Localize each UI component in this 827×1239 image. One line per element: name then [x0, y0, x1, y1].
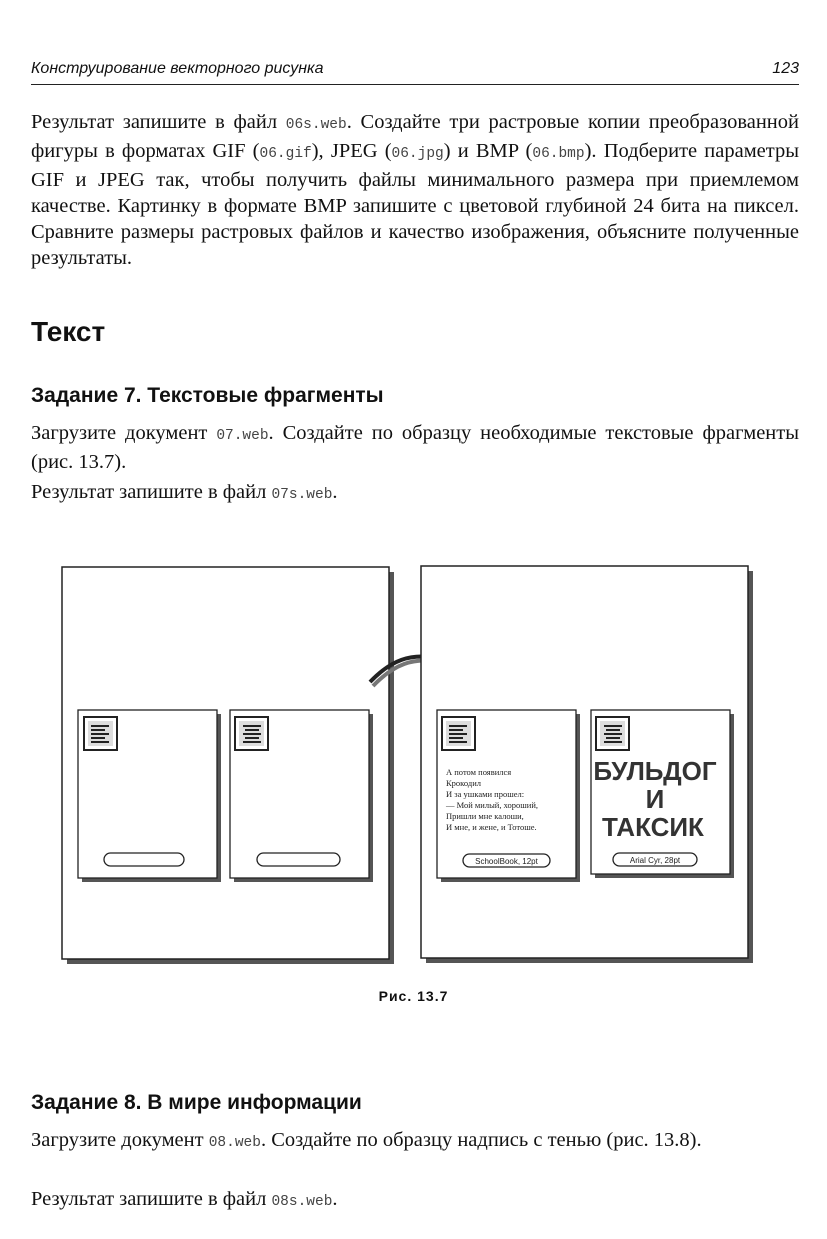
text-run: Загрузите документ — [31, 1129, 209, 1151]
poem-line: И мне, и жене, и Тотоше. — [446, 822, 537, 832]
text-run: . Создайте три растровые копии преобразо… — [31, 111, 799, 162]
section-title: Текст — [31, 316, 106, 347]
filename: 06s.web — [285, 117, 347, 133]
poem-text: А потом появился Крокодил И за ушками пр… — [445, 767, 538, 832]
page-number: 123 — [772, 60, 799, 77]
align-center-icon — [595, 716, 630, 751]
task8-title: Задание 8. В мире информации — [31, 1091, 362, 1114]
paragraph-intro: Результат запишите в файл 06s.web. Созда… — [31, 109, 799, 271]
align-left-icon — [441, 716, 476, 751]
align-center-icon — [234, 716, 269, 751]
poem-line: Пришли мне калоши, — [446, 811, 524, 821]
figure-caption: Рис. 13.7 — [378, 988, 449, 1004]
task7-title: Задание 7. Текстовые фрагменты — [31, 384, 384, 407]
poem-line: — Мой милый, хороший, — [445, 800, 538, 810]
task8-paragraph-1: Загрузите документ 08.web. Создайте по о… — [31, 1127, 799, 1156]
title-line: БУЛЬДОГ — [593, 756, 717, 786]
title-text: БУЛЬДОГ И ТАКСИК — [593, 756, 717, 842]
text-run: . — [332, 481, 338, 503]
text-run: Загрузите документ — [31, 422, 217, 444]
text-run: . — [332, 1188, 338, 1210]
task7-paragraph-1: Загрузите документ 07.web. Создайте по о… — [31, 420, 799, 475]
text-run: . Создайте по образцу необходимые тексто… — [31, 422, 799, 473]
font-label-right: Arial Cyr, 28pt — [630, 856, 681, 865]
text-run: Результат запишите в файл — [31, 111, 286, 133]
font-label-box — [462, 853, 551, 868]
text-run: ) и BMP ( — [443, 140, 533, 162]
filename: 06.bmp — [532, 146, 585, 162]
task8-paragraph-2: Результат запишите в файл 08s.web. — [31, 1186, 799, 1215]
figure-13-7: А потом появился Крокодил И за ушками пр… — [61, 565, 753, 964]
filename: 06.jpg — [391, 146, 444, 162]
text-run: ), JPEG ( — [311, 140, 392, 162]
poem-line: Крокодил — [446, 778, 482, 788]
text-run: Результат запишите в файл — [31, 1188, 272, 1210]
filename: 07s.web — [271, 487, 333, 503]
font-label-empty — [103, 852, 185, 867]
text-run: . Создайте по образцу надпись с тенью (р… — [260, 1129, 702, 1151]
header-title: Конструирование векторного рисунка — [31, 60, 324, 77]
running-header: Конструирование векторного рисунка 123 — [31, 58, 799, 85]
font-label-left: SchoolBook, 12pt — [475, 857, 538, 866]
title-line: ТАКСИК — [602, 812, 704, 842]
poem-line: А потом появился — [446, 767, 511, 777]
filename: 08s.web — [271, 1194, 333, 1210]
task7-paragraph-2: Результат запишите в файл 07s.web. — [31, 479, 799, 508]
text-run: Результат запишите в файл — [31, 481, 272, 503]
font-label-box — [612, 852, 698, 867]
font-label-empty — [256, 852, 341, 867]
filename: 07.web — [216, 428, 269, 444]
poem-line: И за ушками прошел: — [446, 789, 524, 799]
align-left-icon — [83, 716, 118, 751]
filename: 08.web — [208, 1135, 261, 1151]
title-line: И — [646, 784, 665, 814]
filename: 06.gif — [259, 146, 312, 162]
text-run: ). Подберите параметры GIF и JPEG так, ч… — [31, 140, 800, 269]
